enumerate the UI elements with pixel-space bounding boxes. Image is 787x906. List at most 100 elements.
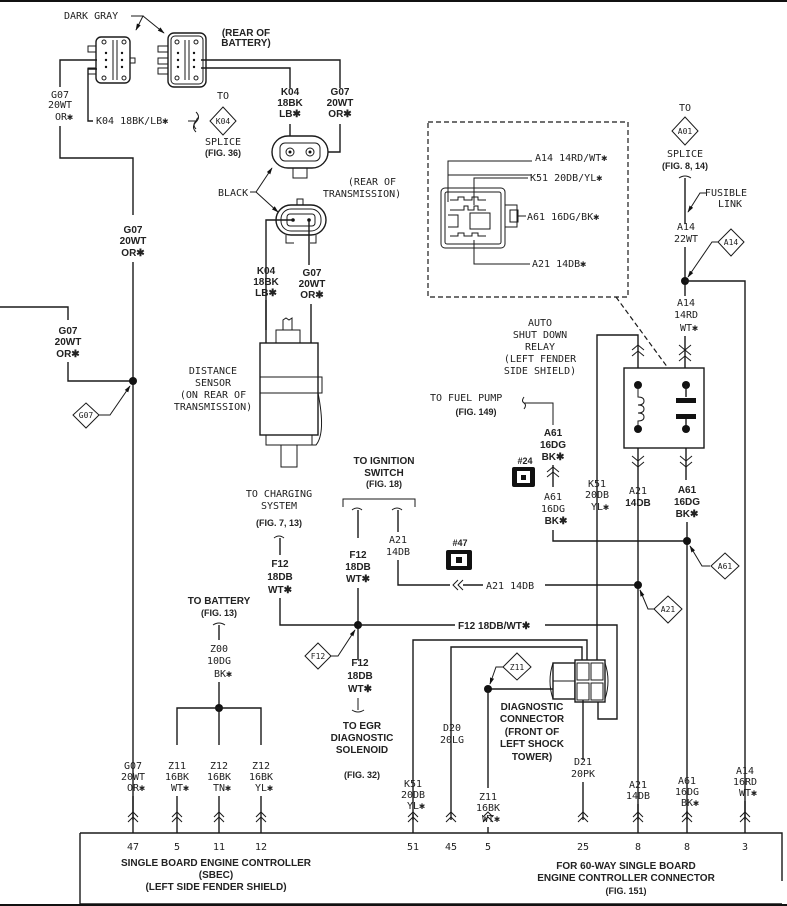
sbec-location: (LEFT SIDE FENDER SHIELD) [145,882,286,893]
egr-label: SOLENOID [336,745,388,756]
wire-label: G07 [331,87,350,98]
splice-id: A21 [661,605,676,614]
z11-splice-diamond: Z11 [502,652,532,681]
wire-label: A61 [678,485,697,496]
ignition-fig: (FIG. 18) [366,479,402,489]
wire-label: OR✱ [127,783,145,794]
wire-label: A21 [629,486,647,497]
wire-label: OR✱ [328,109,352,120]
wire-label: G07 [303,268,322,279]
splice-label: SPLICE [205,137,241,148]
wire-label: BK✱ [214,669,232,680]
wire-label: 14DB [386,547,410,558]
wire-label: 20WT [120,236,147,247]
pin-number: 3 [742,842,748,853]
ignition-label: SWITCH [364,468,403,479]
pin-number: 12 [255,842,267,853]
wire-label: WT✱ [739,788,757,799]
wire-label: WT✱ [268,585,293,596]
wire-label: 16DG [541,504,565,515]
wire-label: K51 [404,779,422,790]
wire-label: OR✱ [56,349,80,360]
to-label: TO [679,103,691,114]
relay-pin-k51: K51 20DB/YL✱ [530,173,602,184]
wire-label: F12 [271,559,289,570]
wire-label: 20DB [585,490,609,501]
wire-label: OR✱ [300,290,324,301]
wire-label: BK✱ [681,798,699,809]
connector-chevron-icon [681,811,693,823]
transmission-connector-upper [271,135,329,179]
relay-inset-box [427,121,629,298]
g07-splice-diamond: G07 [72,402,100,429]
wire-label: 20WT [48,100,72,111]
pin-number: 47 [127,842,139,853]
wire-label: 20WT [121,772,145,783]
distance-sensor-label: (ON REAR OF [180,390,246,401]
pin-number: 5 [174,842,180,853]
fuel-pump-fig: (FIG. 149) [455,407,496,417]
splice-dot [683,537,691,545]
splice-dot [129,377,137,385]
sbec-subtitle: (SBEC) [199,870,233,881]
diagnostic-label: CONNECTOR [500,714,565,725]
relay-connector-face [440,187,519,249]
wire-label: Z00 [210,644,228,655]
relay-coil-icon [637,385,645,429]
charging-label: TO CHARGING [246,489,312,500]
splice-id: A01 [678,127,693,136]
connector-chevron-icon [739,811,751,823]
wire-label: 18BK [277,98,303,109]
splice-fig: (FIG. 8, 14) [662,161,708,171]
splice-id: K04 [216,117,231,126]
splice-id: F12 [311,652,326,661]
connector-chevron-icon [171,811,183,823]
wire-label: 20WT [299,279,326,290]
battery-label: TO BATTERY [188,596,251,607]
a14-splice-diamond: A14 [717,228,745,257]
wire-label: BK✱ [676,509,699,520]
wire-label: OR✱ [121,248,145,259]
wire-label: G07 [59,326,78,337]
wire-label: 16DG [540,440,566,451]
wire-label: LB✱ [279,109,301,120]
charging-label: SYSTEM [261,501,297,512]
wire-label: BK✱ [545,516,568,527]
sbec-pin-wire: 25 [577,811,589,853]
pin-number: 5 [485,842,491,853]
wire-label: A14 [736,766,754,777]
distance-sensor-label: SENSOR [195,378,232,389]
wire-label: D20 [443,723,461,734]
wire-label: 16DG [674,497,700,508]
wire-label: A61 [544,428,563,439]
wire-label: A61 [544,492,562,503]
splice-dot [634,581,642,589]
wire-label: 14DB [625,498,651,509]
wire-label: A21 [389,535,407,546]
wire-label: 16BK [249,772,273,783]
wire-label: 18DB [267,572,293,583]
egr-label: TO EGR [343,721,382,732]
connector-chevron-icon [213,811,225,823]
diagnostic-label: TOWER) [512,752,552,763]
sbec-connector-box [80,832,783,881]
relay-contact-icon [676,398,696,403]
fusible-link-label: FUSIBLE [705,188,747,199]
diagnostic-label: LEFT SHOCK [500,739,565,750]
wire-label: A14 [677,298,695,309]
splice-id: A61 [718,562,733,571]
connector-47-icon [446,550,472,570]
a01-splice-diamond: A01 [671,116,699,146]
wire-label: 22WT [674,234,698,245]
wire-label: Z12 [210,761,228,772]
connector-title: ENGINE CONTROLLER CONNECTOR [537,873,715,884]
wire-label: 18BK [253,277,279,288]
rear-of-transmission-line1: (REAR OF [348,177,396,188]
dark-gray-connector-left [87,36,136,84]
connector-chevron-icon [577,811,589,823]
wire-label: BK✱ [542,452,565,463]
bottom-wire-labels: G0720WTOR✱47Z1116BKWT✱5Z1216BKTN✱11Z1216… [121,761,757,853]
